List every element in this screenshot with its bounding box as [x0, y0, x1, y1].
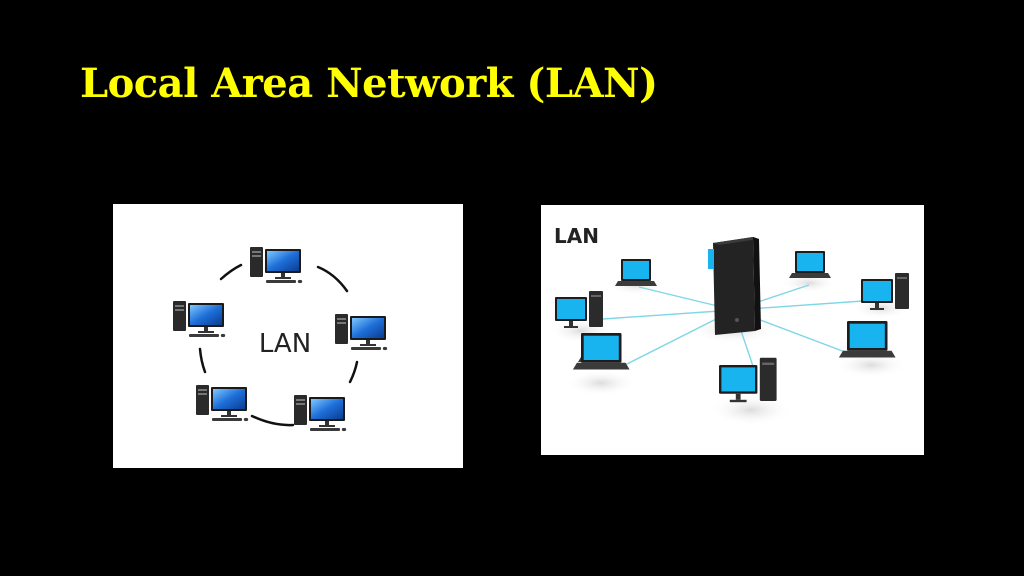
desktop-computer-icon [196, 385, 249, 422]
laptop-icon [615, 259, 657, 286]
star-corner-label: LAN [554, 224, 599, 248]
ring-topology-svg: LAN [173, 247, 388, 432]
laptop-icon [789, 251, 831, 278]
laptop-icon [838, 321, 896, 358]
ring-center-label: LAN [259, 329, 311, 359]
star-topology-diagram: LAN [541, 205, 924, 455]
desktop-computer-icon [294, 395, 347, 432]
desktop-computer-icon [335, 314, 388, 351]
star-topology-svg: LAN [549, 224, 911, 426]
slide-title: Local Area Network (LAN) [80, 60, 658, 107]
server-tower-icon [713, 237, 761, 335]
ring-topology-diagram: LAN [113, 204, 463, 468]
laptop-icon [572, 333, 630, 370]
ring-cables [198, 263, 359, 427]
desktop-computer-icon [250, 247, 303, 284]
desktop-computer-icon [173, 301, 226, 338]
laptop-icon [708, 249, 714, 269]
